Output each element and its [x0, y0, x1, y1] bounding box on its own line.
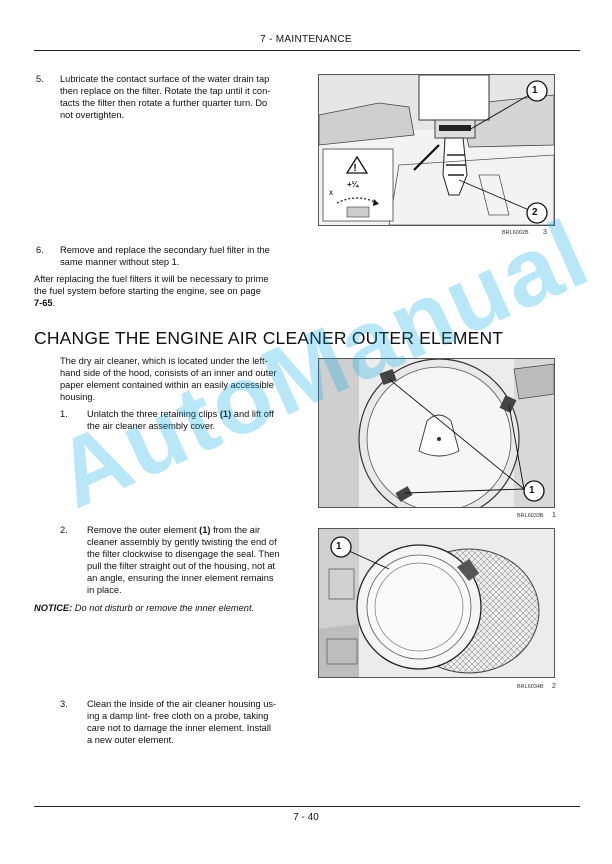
- step-5-text: Lubricate the contact surface of the wat…: [60, 73, 300, 121]
- step-number: 3.: [60, 699, 68, 709]
- text-line: an angle, ensuring the inner element rem…: [87, 573, 274, 583]
- outer-element-drawing: [319, 529, 554, 677]
- callout-2: 2: [532, 207, 538, 218]
- callout-1: 1: [336, 541, 342, 552]
- notice-label: NOTICE:: [34, 603, 73, 613]
- text-line: cleaner assembly by gently twisting the …: [87, 537, 277, 547]
- svg-text:!: !: [353, 163, 356, 174]
- figure-caption: BRL6034B: [517, 684, 544, 690]
- header-rule: [34, 50, 580, 51]
- quarter-turn-label: +¼: [347, 180, 359, 189]
- step-number: 1.: [60, 409, 68, 419]
- text-line: 7-65.: [34, 298, 56, 308]
- text-line: in place.: [87, 585, 122, 595]
- air-cleaner-cover-drawing: [319, 359, 554, 507]
- text-line: Clean the inside of the air cleaner hous…: [87, 699, 277, 709]
- text-line: Unlatch the three retaining clips (1) an…: [87, 409, 274, 419]
- step-number: 2.: [60, 525, 68, 535]
- figure-number: 2: [552, 683, 556, 690]
- text-line: ing a damp lint- free cloth on a probe, …: [87, 711, 269, 721]
- footer-rule: [34, 806, 580, 807]
- svg-text:x: x: [329, 188, 333, 197]
- text-line: The dry air cleaner, which is located un…: [60, 356, 268, 366]
- figure-number: 3: [543, 229, 547, 236]
- text-line: same manner without step 1.: [60, 257, 180, 267]
- callout-1: 1: [529, 485, 535, 496]
- fuel-filter-illustration: ! x 1 2 +¼: [318, 74, 555, 226]
- notice-text: Do not disturb or remove the inner eleme…: [72, 603, 255, 613]
- text-line: housing.: [60, 392, 96, 402]
- step-3-text: Clean the inside of the air cleaner hous…: [87, 698, 302, 746]
- notice: NOTICE: Do not disturb or remove the inn…: [34, 602, 334, 614]
- figure-caption: BRL6002B: [502, 230, 529, 236]
- air-cleaner-cover-illustration: 1: [318, 358, 555, 508]
- text-line: then replace on the filter. Rotate the t…: [60, 86, 271, 96]
- page-reference: 7-65: [34, 298, 53, 308]
- text-line: Remove and replace the secondary fuel fi…: [60, 245, 270, 255]
- page-header: 7 - MAINTENANCE: [260, 34, 352, 45]
- text-line: care not to damage the inner element. In…: [87, 723, 271, 733]
- callout-1: 1: [532, 85, 538, 96]
- page-number: 7 - 40: [293, 812, 319, 823]
- step-number: 6.: [36, 245, 44, 255]
- fuel-filter-drawing: ! x: [319, 75, 554, 225]
- step-number: 5.: [36, 74, 44, 84]
- figure-caption: BRL6033B: [517, 513, 544, 519]
- text-line: a new outer element.: [87, 735, 174, 745]
- intro-paragraph: The dry air cleaner, which is located un…: [60, 355, 300, 403]
- step-6-text: Remove and replace the secondary fuel fi…: [60, 244, 300, 268]
- text-line: the filter clockwise to disengage the se…: [87, 549, 280, 559]
- figure-number: 1: [552, 512, 556, 519]
- text-line: paper element contained within an easily…: [60, 380, 274, 390]
- text-line: hand side of the hood, consists of an in…: [60, 368, 277, 378]
- section-title: CHANGE THE ENGINE AIR CLEANER OUTER ELEM…: [34, 328, 504, 348]
- step-1-text: Unlatch the three retaining clips (1) an…: [87, 408, 302, 432]
- text-line: pull the filter straight out of the hous…: [87, 561, 276, 571]
- text-line: Lubricate the contact surface of the wat…: [60, 74, 270, 84]
- text-line: the fuel system before starting the engi…: [34, 286, 261, 296]
- priming-paragraph: After replacing the fuel filters it will…: [34, 273, 304, 309]
- text-line: Remove the outer element (1) from the ai…: [87, 525, 261, 535]
- text-line: the air cleaner assembly cover.: [87, 421, 216, 431]
- step-2-text: Remove the outer element (1) from the ai…: [87, 524, 302, 596]
- text-line: tacts the filter then rotate a further q…: [60, 98, 268, 108]
- outer-element-illustration: 1: [318, 528, 555, 678]
- text-line: After replacing the fuel filters it will…: [34, 274, 269, 284]
- text-line: not overtighten.: [60, 110, 125, 120]
